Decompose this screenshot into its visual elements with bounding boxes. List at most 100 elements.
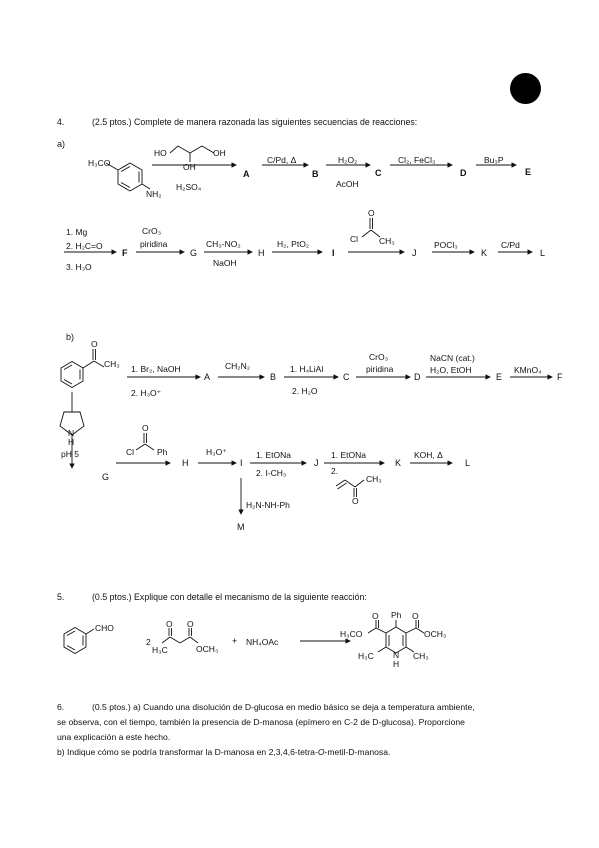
reagent-cpd-heat: C/Pd, Δ (267, 155, 297, 165)
reagent-h3o-plus: 2. H₃O⁺ (131, 388, 162, 398)
anisidine-ring (105, 162, 151, 192)
acetophenone-structure (60, 349, 105, 389)
pyrrolidine-structure (59, 411, 85, 436)
benzoyl-ph: Ph (157, 447, 168, 457)
glycerol-oh-right: OH (213, 148, 226, 158)
compound-4b-I: I (240, 458, 243, 468)
compound-4a-J: J (412, 248, 417, 258)
q6-line-4-start: b) Indique cómo se podría transformar la… (57, 747, 318, 757)
acetyl-o: O (368, 208, 375, 218)
reagent-mg: 1. Mg (66, 227, 88, 237)
benzoyl-cl: Cl (126, 447, 135, 457)
reagent-phenylhydrazine: H₂N-NH-Ph (246, 500, 290, 510)
pyrrolidine-h: H (68, 437, 75, 447)
reagent-koh-heat: KOH, Δ (414, 450, 443, 460)
compound-4b-D: D (414, 372, 421, 382)
reagent-nacn: NaCN (cat.) (430, 353, 475, 363)
dihydropyridine-structure (367, 620, 425, 654)
compound-4a-E: E (525, 167, 532, 177)
reagent-etona-1: 1. EtONa (256, 450, 291, 460)
reagent-h2o: 2. H₂O (292, 386, 318, 396)
reagent-etona-2: 1. EtONa (331, 450, 366, 460)
acetophenone-ch3: CH₃ (104, 359, 120, 369)
q4-statement: (2.5 ptos.) Complete de manera razonada … (92, 117, 418, 127)
reagent-c-pd: C/Pd (501, 240, 520, 250)
mvk-ch3: CH₃ (366, 474, 382, 484)
diketo-o-2: O (187, 619, 194, 629)
glycerol-ho-left: HO (154, 148, 167, 158)
diketo-och3: OCH₃ (196, 644, 219, 654)
pyrrolidine-n: N (68, 428, 75, 438)
reagent-piridina: piridina (140, 239, 168, 249)
compound-4b-F: F (557, 372, 563, 382)
reagent-ich3: 2. I-CH₃ (256, 468, 287, 478)
compound-4b-B: B (270, 372, 277, 382)
compound-4b-A: A (204, 372, 211, 382)
q6-line-4-italic: O (317, 747, 325, 757)
stoichiometry-2: 2 (146, 637, 151, 647)
q6-line-2: se observa, con el tiempo, también la pr… (57, 717, 465, 727)
anisidine-methoxy: H₃CO (88, 158, 111, 168)
acetyl-cl: Cl (350, 234, 359, 244)
diketo-o-1: O (166, 619, 173, 629)
black-circle-mark (510, 73, 541, 104)
compound-4b-H: H (182, 458, 189, 468)
compound-4a-F: F (122, 248, 128, 258)
reagent-h3o-plus-b: H₃O⁺ (206, 447, 227, 457)
reagent-h2-pto2: H₂, PtO₂ (277, 239, 310, 249)
benzoyl-o: O (142, 423, 149, 433)
q6-line-1: (0.5 ptos.) a) Cuando una disolución de … (92, 702, 475, 712)
compound-4a-A: A (243, 169, 250, 179)
compound-4b-G: G (102, 472, 110, 482)
reagent-nitromethane: CH₃-NO₂ (206, 239, 241, 249)
benzoyl-chloride-structure (135, 433, 155, 451)
reagent-step2: 2. (331, 466, 339, 476)
reagent-cl2-fecl3: Cl₂, FeCl₃ (398, 155, 436, 165)
reagent-formaldehyde: 2. H₂C=O (66, 241, 103, 251)
q4-number: 4. (57, 117, 65, 127)
reagent-h2o2: H₂O₂ (338, 155, 358, 165)
acetyl-ch3: CH₃ (379, 236, 395, 246)
product-o-2: O (412, 611, 419, 621)
acetyl-chloride-structure (361, 218, 381, 238)
compound-4b-K: K (395, 458, 402, 468)
methyl-vinyl-ketone-structure (335, 479, 365, 497)
compound-4a-K: K (481, 248, 488, 258)
part-a-label: a) (57, 139, 66, 149)
part-b-label: b) (66, 332, 75, 342)
product-och3: OCH₃ (424, 629, 447, 639)
acetophenone-o: O (91, 339, 98, 349)
product-o-1: O (372, 611, 379, 621)
pyrrolidine-ph: pH 5 (61, 449, 79, 459)
product-h3co: H₃CO (340, 629, 363, 639)
product-nh: H (393, 659, 400, 669)
reagent-kmno4: KMnO₄ (514, 365, 542, 375)
reagent-h2so4: H₂SO₄ (176, 182, 202, 192)
compound-4b-C: C (343, 372, 350, 382)
diketo-h3c: H₃C (152, 645, 168, 655)
reagent-piridina-b: piridina (366, 364, 394, 374)
reagent-br2-naoh: 1. Br₂, NaOH (131, 364, 181, 374)
compound-4a-H: H (258, 248, 265, 258)
product-ch3: CH₃ (413, 651, 429, 661)
q6-line-4: b) Indique cómo se podría transformar la… (57, 745, 390, 760)
compound-4a-B: B (312, 169, 319, 179)
reagent-bu3p: Bu₃P (484, 155, 504, 165)
compound-4a-G: G (190, 248, 198, 258)
reagent-naoh: NaOH (213, 258, 237, 268)
reagent-h3o: 3. H₃O (66, 262, 92, 272)
product-ph: Ph (391, 610, 402, 620)
reagent-nh4oac: NH₄OAc (246, 637, 279, 647)
compound-4a-D: D (460, 168, 467, 178)
q5-number: 5. (57, 592, 65, 602)
reagent-pocl3: POCl₃ (434, 240, 458, 250)
q5-statement: (0.5 ptos.) Explique con detalle el meca… (92, 592, 367, 602)
benzaldehyde-structure (63, 626, 95, 655)
product-h3c: H₃C (358, 651, 374, 661)
q6-line-3: una explicación a este hecho. (57, 732, 171, 742)
compound-4a-I: I (332, 248, 335, 258)
reagent-h2o-etoh: H₂O, EtOH (430, 365, 472, 375)
glycerol-structure (169, 145, 215, 162)
reagent-lialh4: 1. H₄LiAl (290, 364, 324, 374)
